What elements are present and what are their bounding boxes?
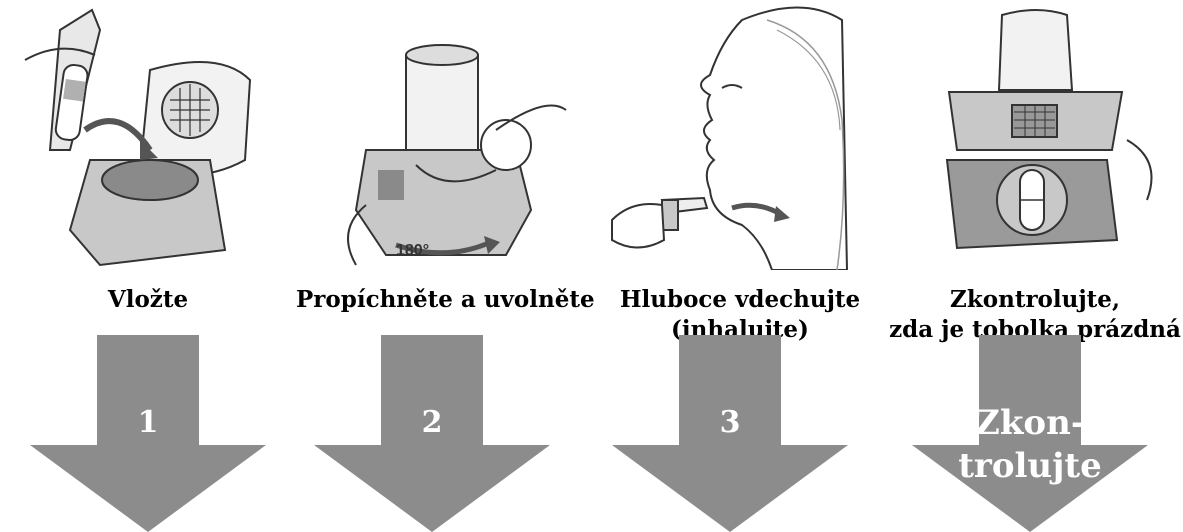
- check-label: Zkon- trolujte: [882, 402, 1178, 488]
- caption-line: Hluboce vdechujte: [592, 285, 888, 315]
- step-number: 3: [582, 405, 878, 440]
- step-1: Vložte 1: [0, 0, 296, 532]
- step-2: 180° Propíchněte a uvolněte 2: [296, 0, 592, 532]
- inhale-illustration: [592, 0, 888, 270]
- step-number-text: 2: [284, 405, 580, 440]
- dial-label: 180°: [396, 242, 429, 259]
- caption-line: Vložte: [0, 285, 296, 315]
- pierce-release-illustration: 180°: [296, 0, 592, 270]
- step-caption: Vložte: [0, 285, 296, 315]
- step-number-text: 3: [582, 405, 878, 440]
- step-4: Zkontrolujte, zda je tobolka prázdná Zko…: [887, 0, 1183, 532]
- caption-line: Zkontrolujte,: [887, 285, 1183, 315]
- caption-line: Propíchněte a uvolněte: [296, 285, 592, 315]
- check-label-line: trolujte: [882, 445, 1178, 488]
- step-number: 1: [0, 405, 296, 440]
- step-3: Hluboce vdechujte (inhalujte) 3: [592, 0, 888, 532]
- check-label-line: Zkon-: [882, 402, 1178, 445]
- check-capsule-illustration: [887, 0, 1183, 270]
- insert-capsule-illustration: [0, 0, 296, 270]
- step-number: 2: [284, 405, 580, 440]
- step-number-text: 1: [0, 405, 296, 440]
- step-caption: Propíchněte a uvolněte: [296, 285, 592, 315]
